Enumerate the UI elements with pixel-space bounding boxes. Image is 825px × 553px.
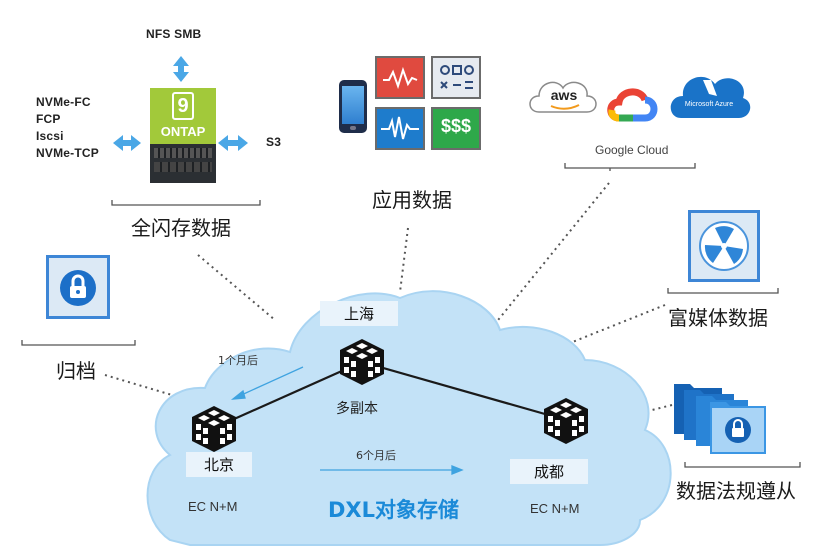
- protocol-nfs-smb: NFS SMB: [146, 27, 202, 41]
- title-suffix: 对象存储: [375, 498, 460, 522]
- phone-icon: [339, 80, 367, 133]
- pulse-tile-icon: [375, 107, 425, 150]
- replicas-label: 多副本: [336, 401, 378, 417]
- apps-label: 应用数据: [372, 188, 452, 212]
- after-6-months-label: 6个月后: [356, 449, 396, 462]
- google-cloud-icon: [603, 82, 661, 126]
- media-bracket: [667, 288, 779, 294]
- ontap-appliance-icon: 9 ONTAP: [150, 88, 216, 183]
- protocol-iscsi: Iscsi: [36, 129, 64, 143]
- cloud-bracket: [564, 163, 696, 169]
- protocol-nvme-fc: NVMe-FC: [36, 95, 91, 109]
- azure-text: Microsoft Azure: [684, 101, 734, 108]
- ontap-label: ONTAP: [160, 124, 206, 139]
- ec-beijing-label: EC N+M: [188, 499, 238, 514]
- node-chengdu-cube-icon: [544, 398, 588, 444]
- compliance-bracket: [684, 462, 801, 468]
- aws-cloud-icon: aws: [525, 72, 603, 118]
- azure-cloud-icon: Microsoft Azure: [665, 66, 753, 124]
- compliance-label: 数据法规遵从: [676, 479, 796, 503]
- archive-label: 归档: [56, 359, 96, 383]
- lock-tile-icon: [46, 255, 110, 319]
- storage-bracket: [111, 200, 261, 206]
- protocol-s3: S3: [266, 135, 282, 149]
- folders-lock-icon: [670, 378, 790, 456]
- media-label: 富媒体数据: [668, 306, 768, 330]
- dollar-tile-icon: $$$: [431, 107, 481, 150]
- dxl-object-storage-title: DXL对象存储: [328, 494, 459, 524]
- protocol-fcp: FCP: [36, 112, 61, 126]
- dotted-connectors: [104, 182, 673, 419]
- city-beijing: 北京: [186, 452, 252, 477]
- node-beijing-cube-icon: [192, 406, 236, 452]
- google-cloud-text: Google Cloud: [595, 143, 669, 157]
- waveform-tile-icon: [375, 56, 425, 99]
- city-chengdu: 成都: [510, 459, 588, 484]
- protocol-nvme-tcp: NVMe-TCP: [36, 146, 99, 160]
- aws-text: aws: [550, 87, 578, 103]
- media-fan-tile-icon: [688, 210, 760, 282]
- dollar-tile-text: $$$: [440, 116, 472, 136]
- ec-chengdu-label: EC N+M: [530, 501, 580, 516]
- storage-label: 全闪存数据: [131, 216, 231, 240]
- node-shanghai-cube-icon: [340, 339, 384, 385]
- title-prefix: DXL: [328, 498, 376, 522]
- after-1-month-label: 1个月后: [218, 354, 258, 367]
- ontap-number: 9: [172, 92, 194, 120]
- shapes-tile-icon: [431, 56, 481, 99]
- double-arrows: [113, 56, 248, 151]
- archive-bracket: [21, 340, 136, 346]
- city-shanghai: 上海: [320, 301, 398, 326]
